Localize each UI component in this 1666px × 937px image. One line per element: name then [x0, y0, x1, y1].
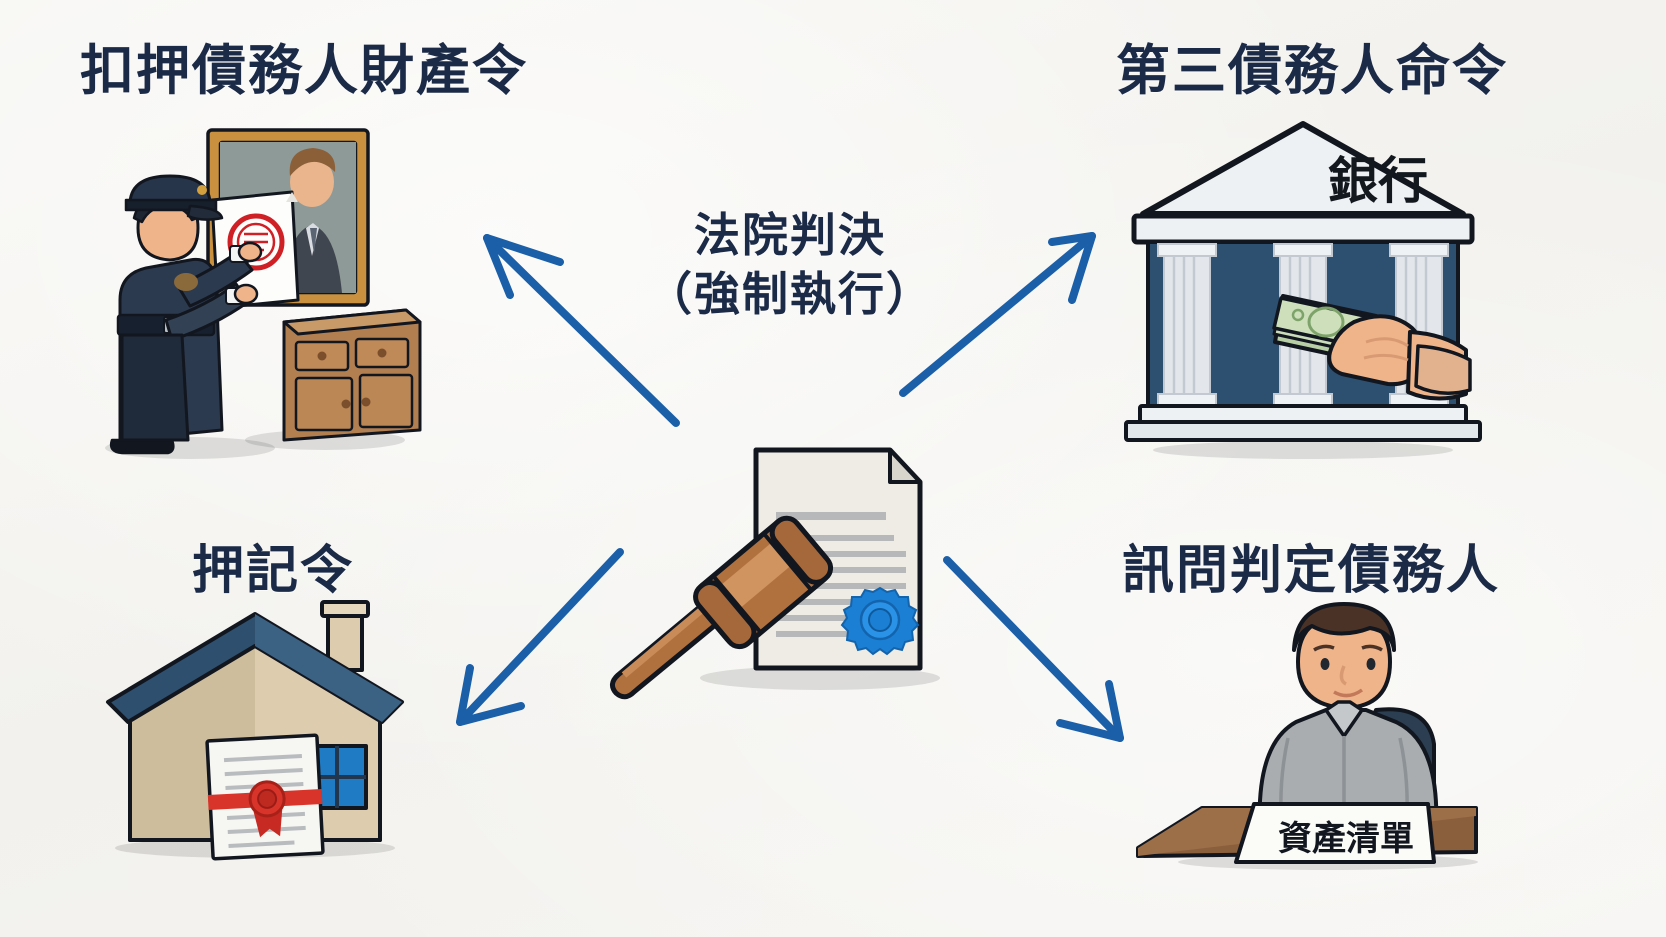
arrow-to-top-left	[483, 234, 680, 427]
arrow-to-top-right	[899, 232, 1096, 397]
bank-with-cash-hand-icon: 銀行	[1124, 121, 1482, 459]
node-label-third-party-debtor-order: 第三債務人命令	[1116, 41, 1508, 101]
center-caption-line1: 法院判決	[694, 209, 886, 261]
arrow-to-bottom-left	[456, 548, 624, 726]
debtor-at-desk-with-asset-list-icon: 資產清單	[1136, 602, 1478, 870]
asset-list-paper: 資產清單	[1234, 802, 1436, 864]
node-label-seizure-of-debtor-property: 扣押債務人財產令	[80, 41, 528, 101]
center-caption-line2: （強制執行）	[646, 267, 934, 320]
center-caption: 法院判決 （強制執行）	[640, 206, 940, 324]
gavel	[610, 515, 834, 700]
asset-list-paper-text: 資產清單	[1278, 819, 1414, 858]
bank-sign-text: 銀行	[1328, 153, 1428, 209]
bailiff-sealing-artwork-icon	[105, 128, 422, 459]
house-with-sealed-certificate-icon	[106, 600, 404, 861]
judgment-document	[753, 447, 923, 671]
gavel-and-judgment-document-icon	[610, 447, 940, 700]
bank-pediment: 銀行	[1140, 121, 1466, 217]
hand-with-cash	[1272, 294, 1472, 401]
document-seal	[840, 586, 920, 656]
roof	[106, 612, 404, 724]
sealed-certificate	[205, 733, 325, 861]
bailiff-officer	[109, 174, 263, 455]
node-label-charging-order: 押記令	[192, 542, 355, 600]
chimney	[320, 600, 370, 672]
node-label-examination-of-judgment-debtor: 訊問判定債務人	[1122, 542, 1501, 600]
arrow-to-bottom-right	[943, 556, 1124, 742]
cabinet	[282, 308, 422, 442]
